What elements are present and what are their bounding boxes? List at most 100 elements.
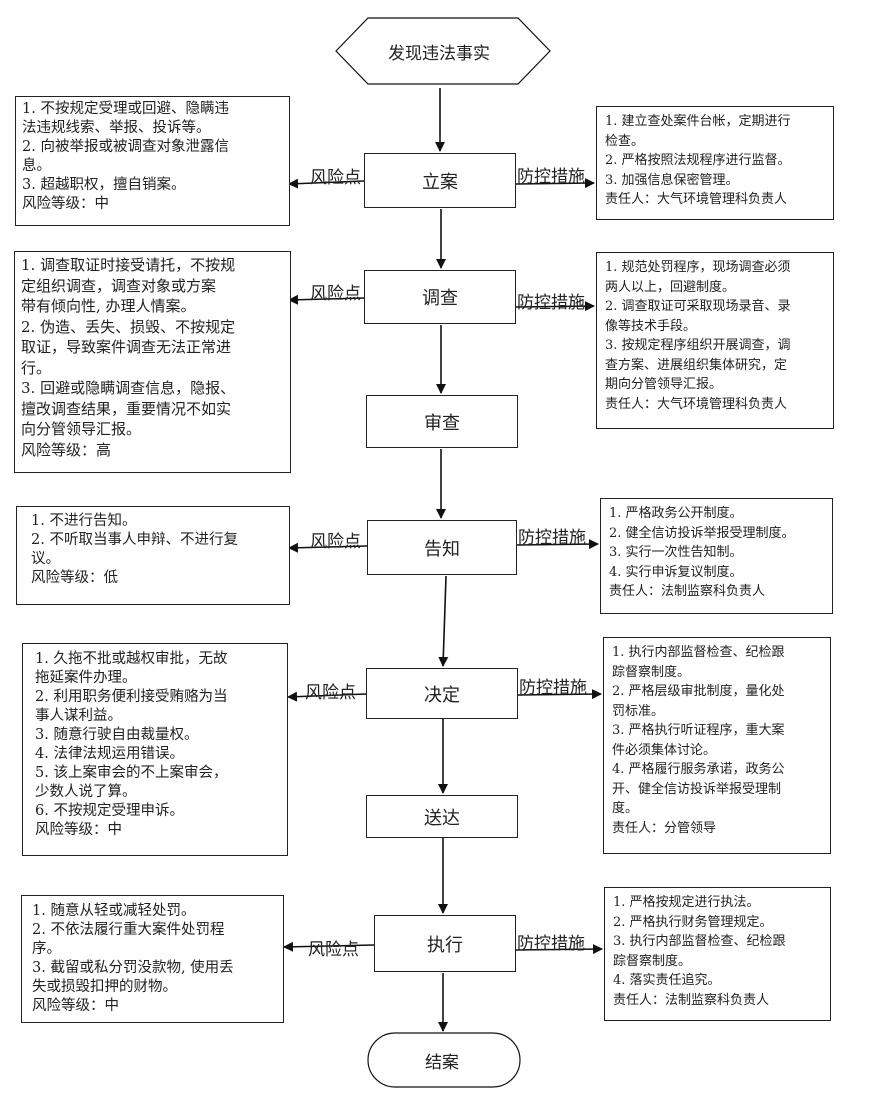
risk-line: 3. 截留或私分罚没款物, 使用丢 xyxy=(32,960,234,976)
end-shape xyxy=(367,1032,521,1088)
start-node-label: 发现违法事实 xyxy=(388,44,490,64)
risk-line: 1. 不进行告知。 xyxy=(31,513,137,529)
risk-line: 少数人说了算。 xyxy=(35,784,137,800)
risk-line: 取证，导致案件调查无法正常进 xyxy=(21,338,232,356)
risk-line: 事人谋利益。 xyxy=(35,708,122,724)
risk-arrow xyxy=(283,941,375,952)
control-line: 踪督察制度。 xyxy=(612,664,691,680)
risk-line: 5. 该上案审会的不上案审会， xyxy=(35,765,228,781)
risk-point-label: 风险点 xyxy=(310,284,361,304)
risk-point-label: 风险点 xyxy=(310,168,361,188)
control-line: 3. 加强信息保密管理。 xyxy=(605,172,739,188)
risk-point-label: 风险点 xyxy=(305,683,356,703)
control-line: 件必须集体讨论。 xyxy=(612,742,717,758)
risk-line: 失或损毁扣押的财物。 xyxy=(32,979,177,995)
step-label: 调查 xyxy=(422,288,458,309)
control-line: 4. 严格履行服务承诺，政务公 xyxy=(612,762,785,777)
risk-line: 擅改调查结果，重要情况不如实 xyxy=(21,399,232,418)
control-line: 2. 严格执行财务管理规定。 xyxy=(613,914,773,930)
control-measure-label: 防控措施 xyxy=(518,528,586,548)
risk-box-diaocha: 1. 调查取证时接受请托，不按规 定组织调查，调查对象或方案 带有倾向性, 办理… xyxy=(14,251,291,473)
control-arrow xyxy=(515,301,595,312)
responsible-person: 责任人：大气环境管理科负责人 xyxy=(605,396,788,412)
step-node-shencha: 审查 xyxy=(366,395,518,448)
risk-level: 风险等级：中 xyxy=(32,998,119,1014)
risk-line: 1. 调查取证时接受请托，不按规 xyxy=(21,256,236,274)
risk-point-label: 风险点 xyxy=(308,940,359,960)
control-arrow xyxy=(516,539,599,550)
risk-arrow xyxy=(288,542,368,553)
risk-line: 带有倾向性, 办理人情案。 xyxy=(21,297,196,315)
control-measure-label: 防控措施 xyxy=(517,167,585,187)
control-box-zhixing: 1. 严格按规定进行执法。 2. 严格执行财务管理规定。 3. 执行内部监督检查… xyxy=(604,887,831,1021)
control-line: 1. 严格政务公开制度。 xyxy=(609,506,743,521)
risk-line: 息。 xyxy=(22,158,51,174)
step-label: 决定 xyxy=(424,684,460,706)
risk-box-gaozhi: 1. 不进行告知。 2. 不听取当事人申辩、不进行复 议。 风险等级：低 xyxy=(16,506,290,605)
risk-line: 议。 xyxy=(31,551,60,567)
risk-line: 向分管领导汇报。 xyxy=(21,420,142,438)
step-node-diaocha: 调查 xyxy=(364,270,516,324)
control-line: 像等技术手段。 xyxy=(605,318,697,334)
risk-line: 6. 不按规定受理申诉。 xyxy=(35,803,184,819)
control-line: 期向分管领导汇报。 xyxy=(605,377,723,392)
control-line: 2. 严格按照法规程序进行监督。 xyxy=(605,153,791,168)
risk-line: 2. 利用职务便利接受贿赂为当 xyxy=(35,689,228,705)
control-arrow xyxy=(517,689,602,700)
risk-line: 3. 超越职权，擅自销案。 xyxy=(22,177,186,193)
risk-level: 风险等级：低 xyxy=(31,570,118,586)
flow-arrow xyxy=(438,575,449,667)
risk-level: 风险等级：中 xyxy=(35,822,122,838)
responsible-person: 责任人：法制监察科负责人 xyxy=(613,992,770,1008)
risk-level: 风险等级：中 xyxy=(22,196,109,212)
control-line: 3. 执行内部监督检查、纪检跟 xyxy=(613,934,786,949)
control-line: 罚标准。 xyxy=(612,703,665,719)
risk-box-zhixing: 1. 随意从轻或减轻处罚。 2. 不依法履行重大案件处罚程 序。 3. 截留或私… xyxy=(21,895,284,1023)
control-line: 2. 严格层级审批制度，量化处 xyxy=(612,684,785,699)
control-line: 两人以上，回避制度。 xyxy=(605,279,736,295)
risk-line: 2. 不听取当事人申辩、不进行复 xyxy=(31,532,238,548)
control-line: 3. 按规定程序组织开展调查，调 xyxy=(605,338,791,353)
risk-arrow xyxy=(288,178,365,189)
control-box-gaozhi: 1. 严格政务公开制度。 2. 健全信访投诉举报受理制度。 3. 实行一次性告知… xyxy=(600,498,833,614)
control-line: 3. 严格执行听证程序，重大案 xyxy=(612,723,785,738)
control-line: 4. 落实责任追究。 xyxy=(613,973,721,988)
control-box-jueding: 1. 执行内部监督检查、纪检跟 踪督察制度。 2. 严格层级审批制度，量化处 罚… xyxy=(603,637,831,854)
risk-line: 1. 不按规定受理或回避、隐瞒违 xyxy=(22,101,229,117)
control-line: 开、健全信访投诉举报受理制 xyxy=(612,781,782,797)
control-measure-label: 防控措施 xyxy=(517,293,585,313)
control-measure-label: 防控措施 xyxy=(519,678,587,698)
risk-line: 序。 xyxy=(32,941,61,957)
step-label: 告知 xyxy=(424,538,460,560)
control-box-lian: 1. 建立查处案件台帐，定期进行 检查。 2. 严格按照法规程序进行监督。 3.… xyxy=(596,106,834,220)
control-line: 1. 建立查处案件台帐，定期进行 xyxy=(605,114,791,129)
control-arrow xyxy=(515,178,595,189)
step-node-lian: 立案 xyxy=(364,153,516,208)
end-node-label: 结案 xyxy=(425,1053,459,1073)
risk-box-jueding: 1. 久拖不批或越权审批，无故 拖延案件办理。 2. 利用职务便利接受贿赂为当 … xyxy=(22,643,288,856)
responsible-person: 责任人：大气环境管理科负责人 xyxy=(605,192,788,207)
risk-line: 4. 法律法规运用错误。 xyxy=(35,746,184,762)
control-line: 检查。 xyxy=(605,133,645,149)
step-node-gaozhi: 告知 xyxy=(367,520,517,575)
responsible-person: 责任人：分管领导 xyxy=(612,820,717,836)
control-line: 2. 调查取证可采取现场录音、录 xyxy=(605,299,791,314)
control-arrow xyxy=(515,944,603,955)
step-node-zhixing: 执行 xyxy=(374,915,516,972)
risk-line: 2. 不依法履行重大案件处罚程 xyxy=(32,922,225,938)
risk-box-lian: 1. 不按规定受理或回避、隐瞒违 法违规线索、举报、投诉等。 2. 向被举报或被… xyxy=(15,96,290,226)
risk-line: 2. 向被举报或被调查对象泄露信 xyxy=(22,139,229,155)
control-line: 度。 xyxy=(612,801,639,816)
risk-level: 风险等级：高 xyxy=(21,440,112,459)
control-box-diaocha: 1. 规范处罚程序，现场调查必须 两人以上，回避制度。 2. 调查取证可采取现场… xyxy=(596,252,834,429)
control-line: 1. 执行内部监督检查、纪检跟 xyxy=(612,645,785,660)
risk-line: 法违规线索、举报、投诉等。 xyxy=(22,120,211,136)
control-line: 踪督察制度。 xyxy=(613,953,692,969)
step-label: 送达 xyxy=(424,807,460,829)
control-line: 4. 实行申诉复议制度。 xyxy=(609,564,743,580)
control-line: 1. 严格按规定进行执法。 xyxy=(613,895,760,910)
risk-arrow xyxy=(287,691,367,702)
risk-line: 1. 久拖不批或越权审批，无故 xyxy=(35,651,228,667)
risk-line: 3. 随意行驶自由裁量权。 xyxy=(35,727,199,743)
control-line: 1. 规范处罚程序，现场调查必须 xyxy=(605,260,791,275)
